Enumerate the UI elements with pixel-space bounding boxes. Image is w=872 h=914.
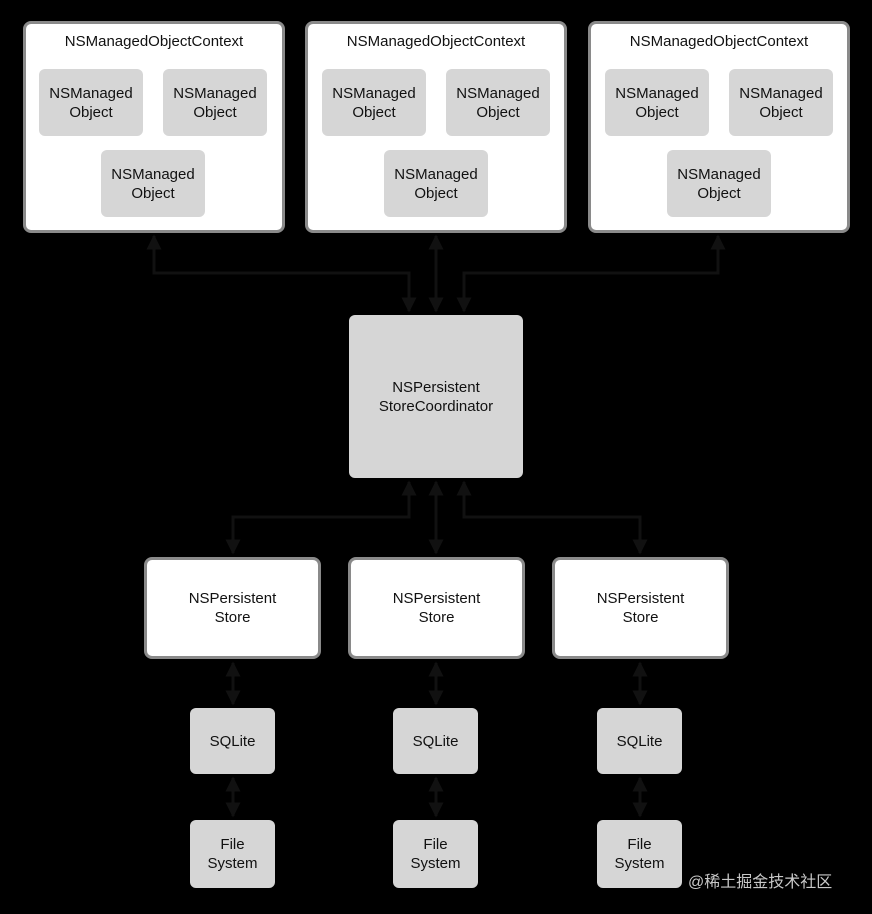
managed-object-label: NSManaged Object: [394, 165, 478, 202]
sqlite-label: SQLite: [209, 732, 256, 750]
managed-object-label: NSManaged Object: [739, 84, 823, 121]
file-system-box: File System: [393, 820, 478, 888]
persistent-store-2: NSPersistent Store: [348, 557, 525, 659]
sqlite-box: SQLite: [597, 708, 682, 774]
context-title: NSManagedObjectContext: [64, 33, 244, 50]
sqlite-label: SQLite: [616, 732, 663, 750]
persistent-store-coordinator: NSPersistent StoreCoordinator: [349, 315, 523, 478]
persistent-store-label: NSPersistent Store: [392, 590, 481, 626]
context-title: NSManagedObjectContext: [629, 33, 809, 50]
persistent-store-label: NSPersistent Store: [596, 590, 685, 626]
file-system-label: File System: [207, 836, 258, 872]
persistent-store-label: NSPersistent Store: [188, 590, 277, 626]
managed-object: NSManaged Object: [446, 69, 550, 136]
managed-object-label: NSManaged Object: [677, 165, 761, 202]
file-system-box: File System: [190, 820, 275, 888]
managed-object: NSManaged Object: [39, 69, 143, 136]
managed-object-label: NSManaged Object: [49, 84, 133, 121]
managed-object: NSManaged Object: [101, 150, 205, 217]
sqlite-box: SQLite: [393, 708, 478, 774]
arrow-coordinator-store1: [225, 480, 417, 555]
managed-object-label: NSManaged Object: [111, 165, 195, 202]
managed-object: NSManaged Object: [322, 69, 426, 136]
persistent-store-3: NSPersistent Store: [552, 557, 729, 659]
managed-object-label: NSManaged Object: [332, 84, 416, 121]
sqlite-box: SQLite: [190, 708, 275, 774]
managed-object: NSManaged Object: [605, 69, 709, 136]
managed-object: NSManaged Object: [384, 150, 488, 217]
managed-object: NSManaged Object: [667, 150, 771, 217]
managed-object: NSManaged Object: [163, 69, 267, 136]
arrow-coordinator-store3: [456, 480, 648, 555]
sqlite-label: SQLite: [412, 732, 459, 750]
file-system-label: File System: [614, 836, 665, 872]
arrow-context3-coordinator: [456, 234, 726, 313]
coordinator-label: NSPersistent StoreCoordinator: [378, 378, 494, 415]
persistent-store-1: NSPersistent Store: [144, 557, 321, 659]
context-title: NSManagedObjectContext: [346, 33, 526, 50]
managed-object-label: NSManaged Object: [456, 84, 540, 121]
file-system-label: File System: [410, 836, 461, 872]
file-system-box: File System: [597, 820, 682, 888]
managed-object-label: NSManaged Object: [615, 84, 699, 121]
managed-object-label: NSManaged Object: [173, 84, 257, 121]
managed-object: NSManaged Object: [729, 69, 833, 136]
watermark: @稀土掘金技术社区: [688, 874, 833, 891]
arrow-context1-coordinator: [146, 234, 417, 313]
